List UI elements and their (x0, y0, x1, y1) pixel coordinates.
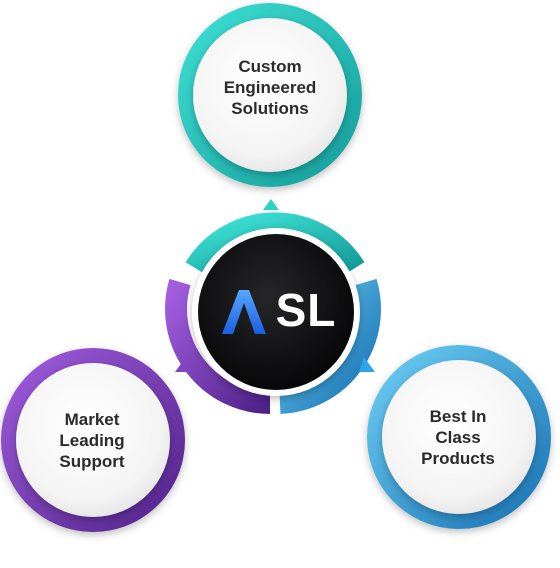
hub-arc-purple (165, 278, 271, 414)
node-top-line-1: Custom (238, 56, 302, 76)
pointer-right-triangle (359, 357, 375, 372)
node-left-line-1: Market (64, 409, 120, 429)
pointer-left-triangle (175, 357, 191, 372)
bubble-right-face (382, 360, 536, 514)
node-label-left: Market Leading Support (18, 395, 166, 485)
hub-face (198, 234, 354, 390)
hub (192, 228, 360, 396)
bubble-left (1, 348, 185, 532)
logo-text: SL (275, 284, 337, 336)
hub-arc-blue (279, 278, 381, 414)
bubble-left-face (16, 363, 170, 517)
logo-a-mark (222, 290, 266, 334)
bubble-top-face (193, 18, 347, 172)
hub-arc-ring (165, 212, 381, 414)
node-top-line-2: Engineered (223, 77, 317, 97)
hub-arc-teal (185, 212, 365, 275)
node-left-line-3: Support (59, 451, 125, 471)
bubble-right (367, 345, 551, 529)
node-left-line-2: Leading (59, 430, 125, 450)
node-right-line-3: Products (421, 448, 495, 468)
node-right-line-1: Best In (429, 406, 487, 426)
logo: SL (196, 260, 356, 360)
bubble-top (178, 3, 362, 187)
node-right-line-2: Class (435, 427, 481, 447)
node-label-right: Best In Class Products (384, 392, 532, 482)
node-label-top: Custom Engineered Solutions (196, 42, 344, 132)
node-top-line-3: Solutions (231, 98, 309, 118)
pointer-top-triangle (263, 199, 279, 210)
